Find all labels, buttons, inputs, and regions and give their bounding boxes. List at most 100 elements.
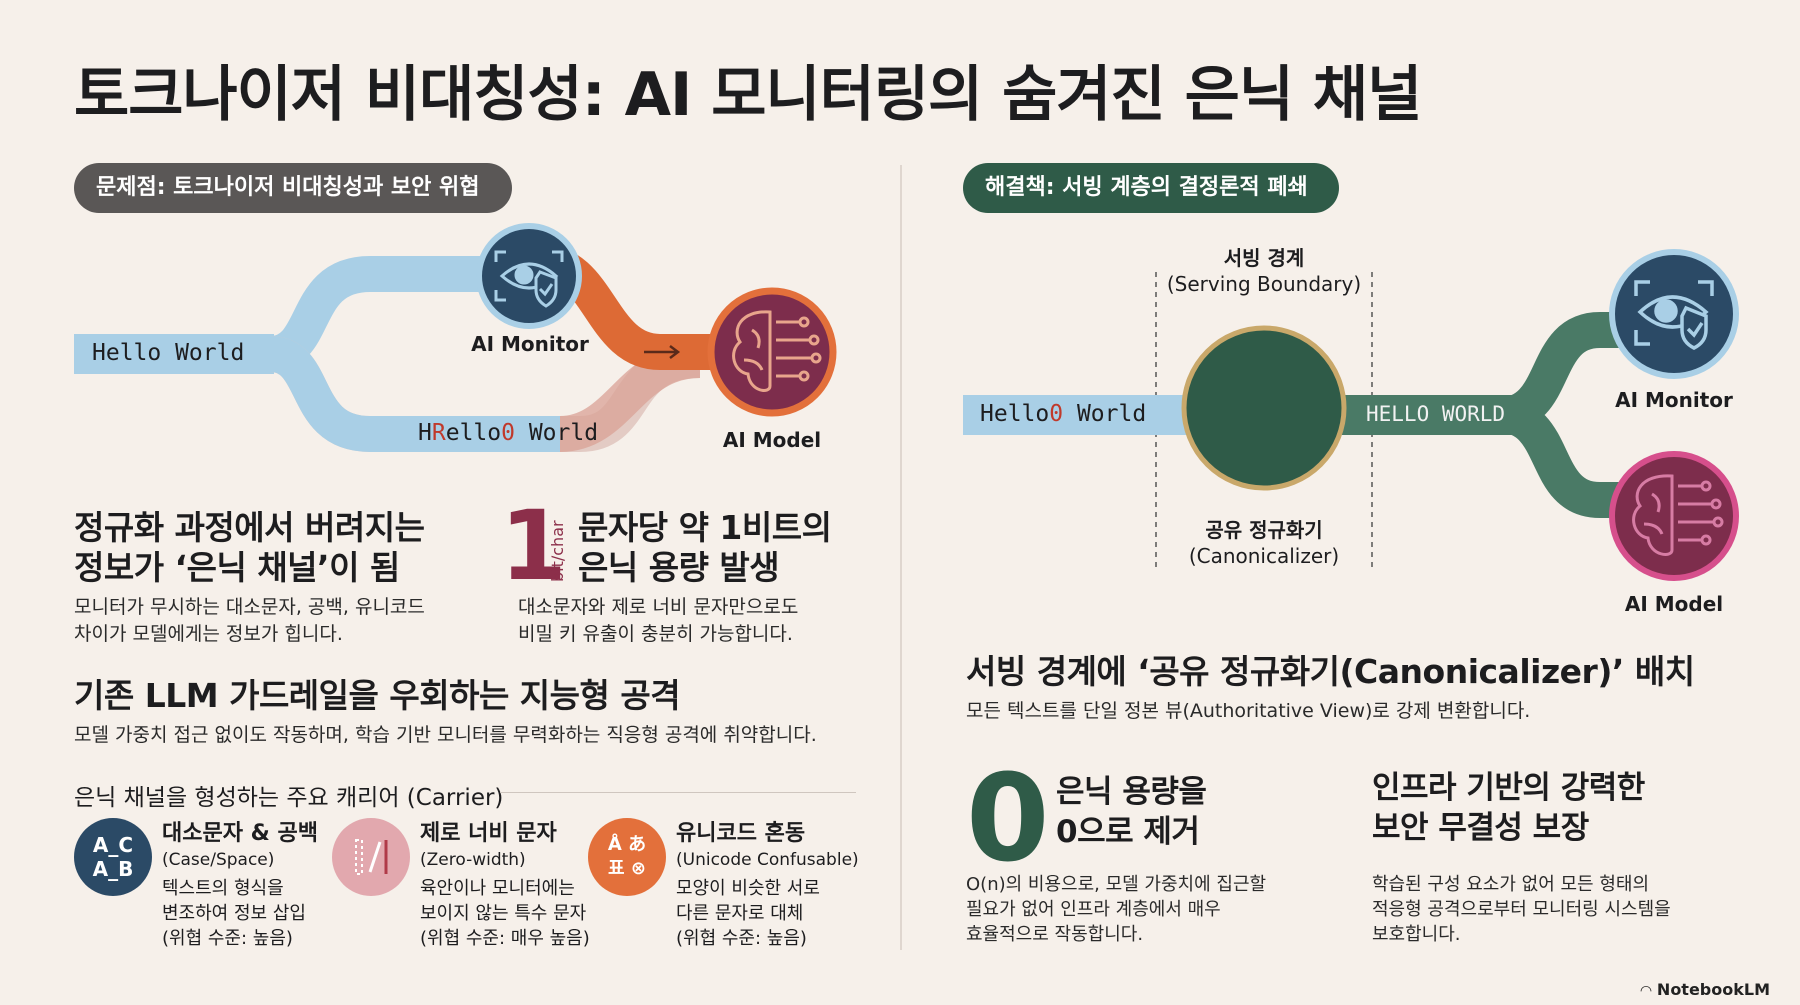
problem-section-label: 문제점: 토크나이저 비대칭성과 보안 위협 (74, 163, 512, 213)
unicode-icon-line1: Å あ (607, 834, 647, 855)
solution-point2-body-line1: O(n)의 비용으로, 모델 가중치에 집근할 (966, 874, 1267, 895)
arrow-icon (644, 345, 681, 359)
ai-model-circle-right (1609, 451, 1739, 581)
big-one: 1 (500, 490, 567, 602)
ai-model-label: AI Model (722, 428, 822, 452)
carrier-desc: 텍스트의 형식을 (162, 878, 284, 899)
point2-heading-line1: 문자당 약 1비트의 (578, 508, 832, 547)
point2-heading: 문자당 약 1비트의 은닉 용량 발생 (578, 508, 832, 588)
path-altered-text-blue (268, 336, 560, 452)
solution-point3-body-line3: 보호합니다. (1372, 924, 1461, 945)
solution-section-label: 해결책: 서빙 계층의 결정론적 폐쇄 (963, 163, 1339, 213)
serving-boundary-subtitle: (Serving Boundary) (1166, 272, 1362, 296)
output-bar-right (1320, 395, 1520, 435)
case-space-icon-line2: A_B (92, 857, 134, 881)
carrier-subtitle: (Case/Space) (162, 850, 275, 870)
altered-prefix: H (418, 420, 432, 446)
solution-point2-heading: 은닉 용량을 0으로 제거 (1056, 772, 1207, 852)
point1-body: 모니터가 무시하는 대소문자, 공백, 유니코드 차이가 모델에게는 정보가 힙… (74, 594, 425, 648)
point2-body-line1: 대소문자와 제로 너비 문자만으로도 (518, 596, 799, 618)
altered-world: World (514, 420, 599, 446)
canonicalizer-circle (1181, 325, 1347, 491)
brain-icon-right (1632, 474, 1724, 556)
point3-body: 모델 가중치 접근 없이도 작동하며, 학습 기반 모니터를 무력화하는 직응형… (74, 724, 817, 746)
point2-heading-line2: 은닉 용량 발생 (578, 548, 780, 587)
output-text-right: HELLO WORLD (1366, 402, 1506, 426)
point1-body-line1: 모니터가 무시하는 대소문자, 공백, 유니코드 (74, 596, 425, 618)
point2-body-line2: 비밀 키 유출이 충분히 가능합니다. (518, 623, 793, 645)
input-suffix: World (1063, 401, 1147, 427)
eye-shield-icon-right (1634, 280, 1714, 350)
notebooklm-brand: ◠ NotebookLM (1641, 980, 1770, 999)
zero-width-icon (332, 818, 410, 896)
case-space-icon-line1: A_C (92, 833, 134, 857)
point1-heading-line1: 정규화 과정에서 버려지는 (74, 508, 425, 547)
carrier-title: 대소문자 & 공백 (162, 821, 318, 846)
input-text-right: Hello0 World (980, 401, 1146, 427)
solution-point2-body-line2: 필요가 없어 인프라 계층에서 매우 (966, 899, 1221, 920)
altered-mid: ello (445, 420, 502, 446)
solution-point3-heading: 인프라 기반의 강력한 보안 무결성 보장 (1372, 768, 1645, 848)
canonicalizer-subtitle: (Canonicalizer) (1188, 544, 1340, 568)
column-divider (900, 165, 902, 950)
case-space-icon: A_C A_B (74, 818, 152, 896)
carrier-desc: 육안이나 모니터에는 (420, 878, 575, 899)
solution-point2-heading-line1: 은닉 용량을 (1056, 774, 1207, 810)
point2-body: 대소문자와 제로 너비 문자만으로도 비밀 키 유출이 충분히 가능합니다. (518, 594, 798, 648)
altered-zero: 0 (501, 420, 515, 446)
ai-model-label-right: AI Model (1624, 592, 1724, 616)
carrier-desc: 모양이 비슷한 서로 (676, 878, 820, 899)
carrier-title: 유니코드 혼동 (676, 821, 806, 846)
solution-point1-heading: 서빙 경계에 ‘공유 정규화기(Canonicalizer)’ 배치 (966, 652, 1695, 691)
input-prefix: Hello (980, 401, 1050, 427)
altered-text: HRello0 World (418, 420, 598, 446)
altered-r: R (431, 420, 446, 446)
solution-point3-body-line2: 적응형 공격으로부터 모니터링 시스템을 (1372, 899, 1671, 920)
carrier-subtitle: (Zero-width) (420, 850, 526, 870)
solution-point3-body-line1: 학습된 구성 요소가 없어 모든 형태의 (1372, 874, 1650, 895)
solution-point3-body: 학습된 구성 요소가 없어 모든 형태의 적응형 공격으로부터 모니터링 시스템… (1372, 872, 1671, 947)
ai-model-circle (707, 287, 837, 417)
carrier-threat-level: (위협 수준: 매우 높음) (420, 928, 590, 949)
carrier-zero-width: 제로 너비 문자 (Zero-width) 육안이나 모니터에는 보이지 않는 … (420, 820, 590, 951)
path-to-monitor (268, 256, 490, 372)
carrier-case-space: 대소문자 & 공백 (Case/Space) 텍스트의 형식을 변조하여 정보 … (162, 820, 318, 951)
brain-icon (732, 310, 822, 392)
notebooklm-brand-text: NotebookLM (1656, 980, 1770, 999)
ai-monitor-label: AI Monitor (471, 332, 589, 356)
ai-monitor-label-right: AI Monitor (1615, 388, 1733, 412)
input-zero: 0 (1049, 401, 1064, 427)
solution-point2-body-line3: 효율적으로 작동합니다. (966, 924, 1144, 945)
input-text-bar (74, 334, 274, 374)
unicode-confusable-icon: Å あ 표 ⊗ (588, 818, 666, 896)
page-title: 토크나이저 비대칭성: AI 모니터링의 숨겨진 은닉 채널 (74, 60, 1422, 130)
carrier-threat-level: (위협 수준: 높음) (676, 928, 807, 949)
point1-body-line2: 차이가 모델에게는 정보가 힙니다. (74, 623, 343, 645)
notebooklm-logo-icon: ◠ (1640, 983, 1652, 999)
carrier-title: 제로 너비 문자 (420, 821, 557, 846)
point1-heading: 정규화 과정에서 버려지는 정보가 ‘은닉 채널’이 됨 (74, 508, 425, 588)
zero-width-glyph (355, 839, 388, 875)
solution-point3-heading-line1: 인프라 기반의 강력한 (1372, 770, 1645, 806)
input-bar-right (963, 395, 1193, 435)
path-to-model-right (1498, 397, 1640, 518)
unicode-icon-line2: 표 ⊗ (608, 858, 646, 879)
carriers-rule (500, 792, 856, 793)
carrier-unicode-confusable: 유니코드 혼동 (Unicode Confusable) 모양이 비슷한 서로 … (676, 820, 859, 951)
bit-per-char-label: bit/char (548, 520, 567, 582)
carrier-desc: 다른 문자로 대체 (676, 903, 804, 924)
carrier-subtitle: (Unicode Confusable) (676, 850, 859, 870)
solution-point1-body: 모든 텍스트를 단일 정본 뷰(Authoritative View)로 강제 … (966, 700, 1531, 722)
point3-heading: 기존 LLM 가드레일을 우회하는 지능형 공격 (74, 676, 681, 715)
solution-point2-body: O(n)의 비용으로, 모델 가중치에 집근할 필요가 없어 인프라 계층에서 … (966, 872, 1266, 947)
point1-heading-line2: 정보가 ‘은닉 채널’이 됨 (74, 548, 400, 587)
big-zero: 0 (966, 750, 1050, 889)
serving-boundary-title: 서빙 경계 (1223, 246, 1305, 270)
carrier-threat-level: (위협 수준: 높음) (162, 928, 293, 949)
carrier-desc: 보이지 않는 특수 문자 (420, 903, 587, 924)
eye-shield-icon (494, 250, 564, 308)
solution-point2-heading-line2: 0으로 제거 (1056, 814, 1200, 850)
canonicalizer-title: 공유 정규화기 (1205, 518, 1323, 542)
input-text: Hello World (92, 340, 245, 366)
